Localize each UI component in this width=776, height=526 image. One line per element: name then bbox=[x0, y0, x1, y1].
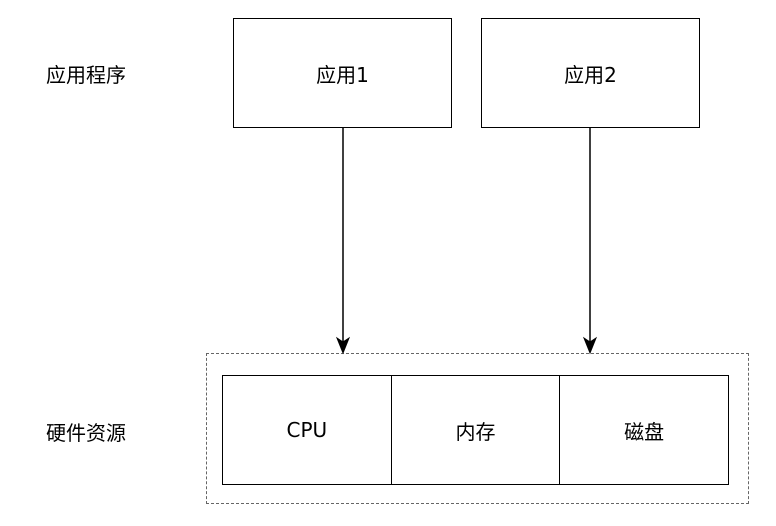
disk-label: 磁盘 bbox=[624, 419, 665, 444]
app2-label: 应用2 bbox=[564, 62, 617, 87]
hardware-resources-row: CPU 内存 磁盘 bbox=[222, 375, 729, 485]
hardware-resources-group bbox=[206, 353, 749, 504]
memory-cell: 内存 bbox=[390, 376, 560, 484]
cpu-cell: CPU bbox=[223, 376, 391, 484]
app2-box: 应用2 bbox=[481, 18, 700, 128]
arrow-app2-to-hardware bbox=[582, 128, 598, 355]
hardware-layer-label: 硬件资源 bbox=[46, 421, 126, 445]
applications-layer-label: 应用程序 bbox=[46, 63, 126, 87]
memory-label: 内存 bbox=[455, 419, 496, 444]
app1-label: 应用1 bbox=[316, 62, 369, 87]
cpu-label: CPU bbox=[286, 418, 328, 442]
app1-box: 应用1 bbox=[233, 18, 452, 128]
disk-cell: 磁盘 bbox=[559, 376, 728, 484]
arrow-app1-to-hardware bbox=[335, 128, 351, 355]
